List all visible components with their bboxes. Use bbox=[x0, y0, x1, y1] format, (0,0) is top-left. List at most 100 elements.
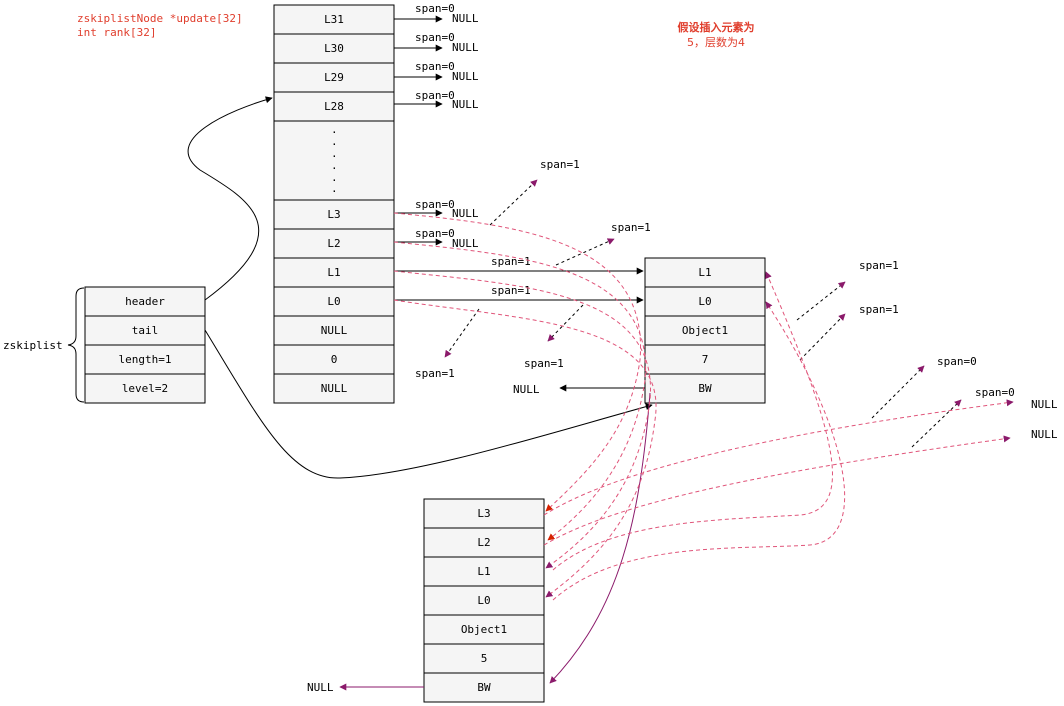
code-note-line1: zskiplistNode *update[32] bbox=[77, 12, 243, 25]
span-l3: span=0 bbox=[415, 198, 455, 211]
right-null-2: NULL bbox=[1031, 428, 1058, 441]
span-l31: span=0 bbox=[415, 2, 455, 15]
node-score-7: L1 L0 Object1 7 BW bbox=[644, 257, 766, 404]
header-level-l30: L30 bbox=[273, 33, 395, 64]
node7-backward-null: NULL bbox=[513, 383, 540, 396]
right-null-1: NULL bbox=[1031, 398, 1058, 411]
span-l28: span=0 bbox=[415, 89, 455, 102]
node5-backward: BW bbox=[423, 672, 545, 703]
svg-text:BW: BW bbox=[698, 382, 712, 395]
node7-backward: BW bbox=[644, 373, 766, 404]
node-score-5: L3 L2 L1 L0 Object1 5 BW bbox=[423, 498, 545, 703]
svg-text:L1: L1 bbox=[477, 565, 490, 578]
svg-text:Object1: Object1 bbox=[461, 623, 507, 636]
null-l29: NULL bbox=[452, 70, 479, 83]
span-l29: span=0 bbox=[415, 60, 455, 73]
span-annot-5: span=1 bbox=[859, 259, 899, 272]
insert-note-line1: 假设插入元素为 bbox=[678, 20, 755, 34]
node5-level-l0: L0 bbox=[423, 585, 545, 616]
span-annot-7: span=0 bbox=[937, 355, 977, 368]
insert-note-line2: 5，层数为4 bbox=[687, 36, 745, 49]
svg-text:header: header bbox=[125, 295, 165, 308]
header-score: 0 bbox=[273, 344, 395, 375]
svg-text:·: · bbox=[331, 174, 338, 187]
span-l2: span=0 bbox=[415, 227, 455, 240]
null-l28: NULL bbox=[452, 98, 479, 111]
svg-text:L31: L31 bbox=[324, 13, 344, 26]
header-null-pointers bbox=[394, 15, 443, 246]
span-annot-2: span=1 bbox=[611, 221, 651, 234]
svg-text:NULL: NULL bbox=[321, 382, 348, 395]
svg-text:·: · bbox=[331, 126, 338, 139]
svg-text:BW: BW bbox=[477, 681, 491, 694]
svg-text:·: · bbox=[331, 150, 338, 163]
svg-text:L3: L3 bbox=[477, 507, 490, 520]
node7-level-l0: L0 bbox=[644, 286, 766, 317]
zskiplist-level-field: level=2 bbox=[84, 373, 206, 404]
zsl-header-pointer bbox=[187, 96, 273, 301]
code-note-line2: int rank[32] bbox=[77, 26, 156, 39]
span-annot-4: span=1 bbox=[524, 357, 564, 370]
svg-text:L1: L1 bbox=[698, 266, 711, 279]
svg-text:L30: L30 bbox=[324, 42, 344, 55]
null-l30: NULL bbox=[452, 41, 479, 54]
svg-text:0: 0 bbox=[331, 353, 338, 366]
svg-text:7: 7 bbox=[702, 353, 709, 366]
span-guide-lines bbox=[444, 179, 962, 448]
update-pointer-curves bbox=[393, 212, 1014, 601]
node5-level-l2: L2 bbox=[423, 527, 545, 558]
node5-level-l3: L3 bbox=[423, 498, 545, 529]
header-level-l28: L28 bbox=[273, 91, 395, 122]
svg-text:L2: L2 bbox=[327, 237, 340, 250]
null-l2: NULL bbox=[452, 237, 479, 250]
zskiplist-brace bbox=[67, 287, 85, 403]
svg-text:L29: L29 bbox=[324, 71, 344, 84]
node7-level-l1: L1 bbox=[644, 257, 766, 288]
header-level-l29: L29 bbox=[273, 62, 395, 93]
svg-text:length=1: length=1 bbox=[119, 353, 172, 366]
svg-text:L2: L2 bbox=[477, 536, 490, 549]
svg-text:·: · bbox=[331, 138, 338, 151]
zskiplist-struct: header tail length=1 level=2 bbox=[84, 286, 206, 404]
node5-score: 5 bbox=[423, 643, 545, 674]
header-level-l2: L2 bbox=[273, 228, 395, 259]
header-level-l31: L31 bbox=[273, 4, 395, 35]
node7-obj: Object1 bbox=[644, 315, 766, 346]
node7-to-node5-backward bbox=[549, 392, 651, 684]
header-node: L31 L30 L29 L28 · · · · · · L3 L2 L1 L0 … bbox=[273, 4, 395, 404]
node7-score: 7 bbox=[644, 344, 766, 375]
svg-text:L28: L28 bbox=[324, 100, 344, 113]
node5-obj: Object1 bbox=[423, 614, 545, 645]
header-level-ellipsis: · · · · · · bbox=[273, 120, 395, 201]
zskiplist-length-field: length=1 bbox=[84, 344, 206, 375]
null-l31: NULL bbox=[452, 12, 479, 25]
zskiplist-header-field: header bbox=[84, 286, 206, 317]
span-header-l0: span=1 bbox=[491, 284, 531, 297]
zsl-tail-pointer bbox=[204, 329, 653, 479]
svg-text:level=2: level=2 bbox=[122, 382, 168, 395]
svg-text:L0: L0 bbox=[327, 295, 340, 308]
span-annot-8: span=0 bbox=[975, 386, 1015, 399]
svg-text:·: · bbox=[331, 162, 338, 175]
node5-backward-null: NULL bbox=[307, 681, 334, 694]
span-l30: span=0 bbox=[415, 31, 455, 44]
header-level-l0: L0 bbox=[273, 286, 395, 317]
span-annot-6: span=1 bbox=[859, 303, 899, 316]
header-level-l1: L1 bbox=[273, 257, 395, 288]
svg-text:L1: L1 bbox=[327, 266, 340, 279]
null-l3: NULL bbox=[452, 207, 479, 220]
svg-text:NULL: NULL bbox=[321, 324, 348, 337]
header-forward-pointers bbox=[394, 267, 644, 304]
svg-text:tail: tail bbox=[132, 324, 159, 337]
svg-text:L0: L0 bbox=[477, 594, 490, 607]
header-backward: NULL bbox=[273, 315, 395, 346]
span-annot-3: span=1 bbox=[415, 367, 455, 380]
svg-text:Object1: Object1 bbox=[682, 324, 728, 337]
svg-text:L0: L0 bbox=[698, 295, 711, 308]
span-header-l1: span=1 bbox=[491, 255, 531, 268]
header-obj: NULL bbox=[273, 373, 395, 404]
zskiplist-tail-field: tail bbox=[84, 315, 206, 346]
svg-text:L3: L3 bbox=[327, 208, 340, 221]
node5-level-l1: L1 bbox=[423, 556, 545, 587]
span-annot-1: span=1 bbox=[540, 158, 580, 171]
